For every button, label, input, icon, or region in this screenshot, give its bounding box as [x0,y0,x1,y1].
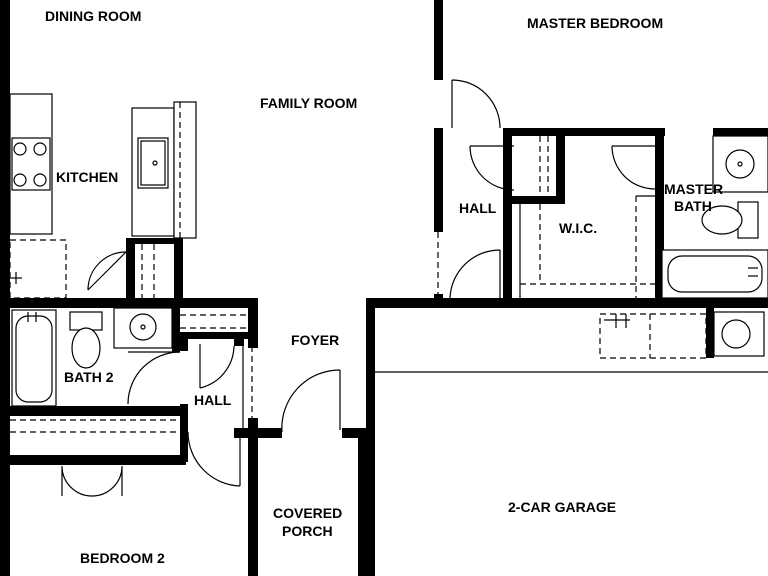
label-bath2: BATH 2 [64,369,114,385]
wall-left-exterior [0,0,10,576]
wall-pantry-right [174,238,183,304]
wall-hall-left-a [180,339,188,351]
master-bath-sink [725,149,755,179]
bath2-toilet-tank [69,311,103,331]
wall-garage-top [366,298,768,308]
wall-bath2-bottom [10,406,186,416]
cooktop [11,137,51,191]
label-garage: 2-CAR GARAGE [508,499,616,515]
label-foyer: FOYER [291,332,339,348]
wall-wic-left [503,136,512,308]
bath2-sink [129,313,157,341]
wall-hall-linen-top [180,332,250,339]
master-bath-tub [661,249,768,299]
burner-icon [33,173,47,187]
bath2-fixtures [11,307,173,407]
wall-linen-right [234,332,244,346]
burner-icon [33,142,47,156]
wall-porch-left [248,428,258,576]
label-master-bath-1: MASTER [664,181,723,197]
room-labels: DINING ROOM MASTER BEDROOM FAMILY ROOM K… [45,8,723,566]
label-family-room: FAMILY ROOM [260,95,357,111]
master-bath-fixtures [661,135,768,299]
doors [61,79,656,497]
label-master-bath-2: BATH [674,198,712,214]
wall-hall-left-b [180,404,188,462]
breakfast-bar [173,101,197,239]
wall-bath-top [713,128,768,136]
door-bedroom2-closet-right[interactable] [91,465,123,497]
refrigerator [9,239,67,299]
label-covered-porch-1: COVERED [273,505,342,521]
wall-bath2-right [172,308,180,352]
wall-wic-right [655,136,664,308]
door-bedroom2-closet-left[interactable] [61,465,93,497]
burner-icon [13,142,27,156]
label-master-bedroom: MASTER BEDROOM [527,15,663,31]
wall-master-left-lower [434,128,443,232]
wall-porch-right [358,428,367,576]
wall-bath2-top [10,298,258,308]
label-hall-upper: HALL [459,200,497,216]
burner-icon [13,173,27,187]
bath2-toilet-bowl [71,327,101,369]
wall-kitchen-pantry-left [126,238,135,304]
master-toilet-bowl [701,205,743,235]
label-kitchen: KITCHEN [56,169,118,185]
laundry-cabinet [599,313,707,359]
wall-foyer-left-a [248,298,258,348]
wall-kitchen-pantry-top [126,238,182,244]
wall-hall-bottom [234,428,258,438]
wall-wic-top [503,128,665,136]
wall-master-left [434,0,443,80]
label-wic: W.I.C. [559,220,597,236]
wall-foyer-left-b [248,418,258,434]
kitchen-fixtures [9,93,197,299]
label-covered-porch-2: PORCH [282,523,333,539]
wall-bedroom2-top [10,455,186,465]
label-dining-room: DINING ROOM [45,8,141,24]
label-hall-lower: HALL [194,392,232,408]
wall-wic-divider [556,136,565,204]
bath2-tub [11,309,57,407]
label-bedroom2: BEDROOM 2 [80,550,165,566]
wall-porch-top-left [258,428,282,438]
wall-wic-shelf-top [512,196,556,204]
partition-lines [10,136,768,433]
bath2-vanity [113,307,173,349]
master-bath-vanity [712,135,768,193]
door-pantry[interactable] [87,251,127,291]
wall-laundry-divider [706,308,714,358]
laundry-fixtures [599,311,765,359]
